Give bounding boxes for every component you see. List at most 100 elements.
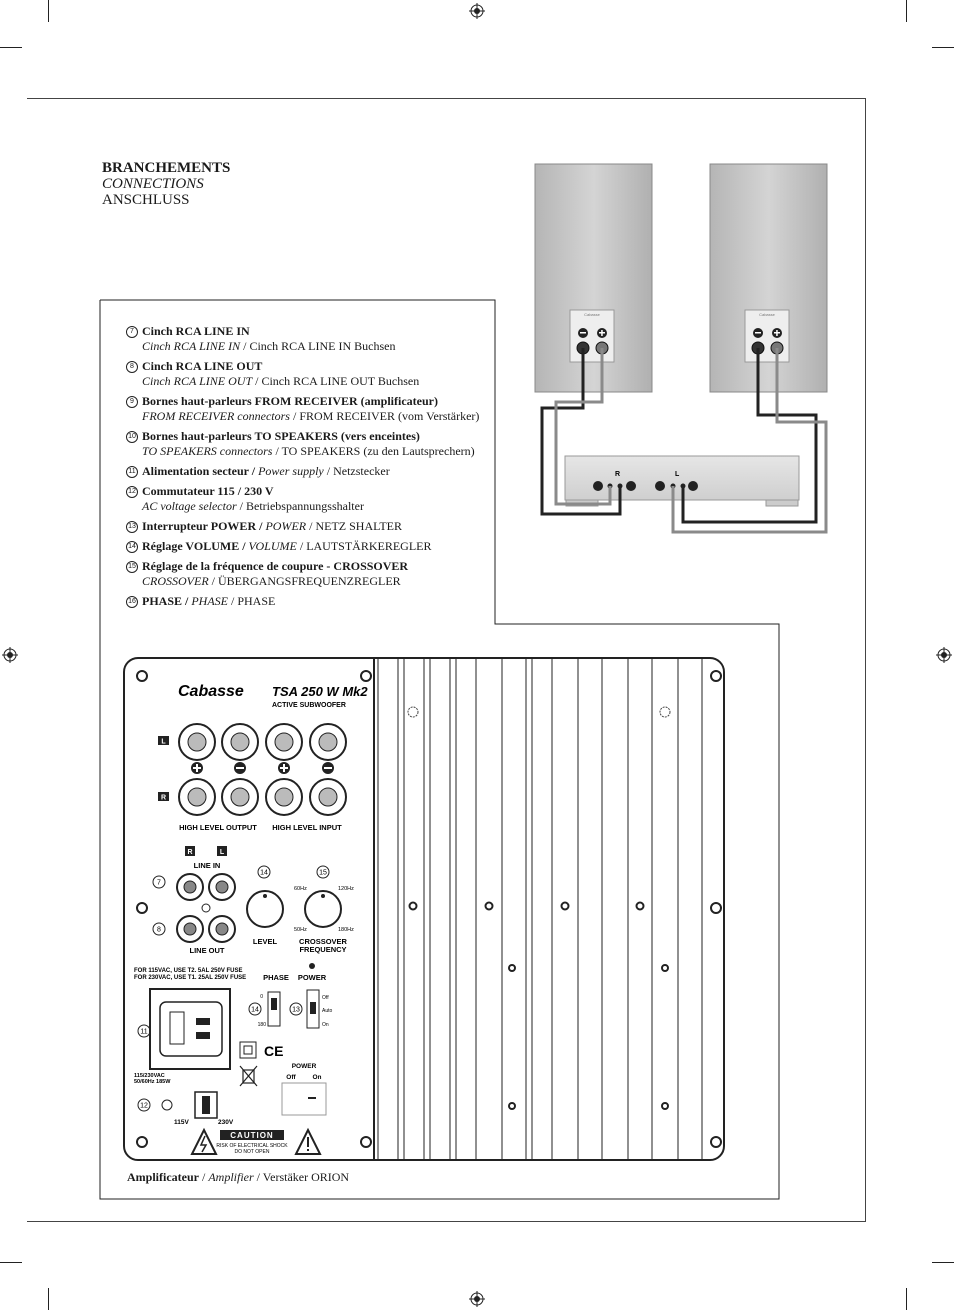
- caution-line-2: DO NOT OPEN: [235, 1149, 270, 1155]
- registration-mark-icon: [936, 647, 952, 663]
- separator: /: [296, 539, 307, 553]
- l-badge: [158, 736, 169, 745]
- minus-bar: [580, 332, 586, 334]
- item-en: FROM RECEIVER connectors: [142, 409, 290, 423]
- minus-bar: [755, 332, 761, 334]
- power-on-label: On: [312, 1074, 321, 1081]
- plus-icon: [655, 481, 665, 491]
- item-de: LAUTSTÄRKEREGLER: [306, 539, 432, 553]
- heading-en: CONNECTIONS: [102, 176, 204, 192]
- r-badge: [185, 846, 195, 856]
- fuse-text-1: FOR 115VAC, USE T2. 5AL 250V FUSE: [134, 968, 242, 974]
- l-badge: [217, 846, 227, 856]
- model-subtitle: ACTIVE SUBWOOFER: [272, 702, 346, 709]
- fuse-text-2: FOR 230VAC, USE T1. 25AL 250V FUSE: [134, 975, 246, 981]
- level-knob-marker: [263, 894, 267, 898]
- item-head: Cinch RCA LINE OUT: [142, 359, 263, 373]
- caution-line-1: RISK OF ELECTRICAL SHOCK: [216, 1143, 288, 1149]
- amp-l-label: L: [675, 471, 680, 478]
- freq-180-label: 180Hz: [338, 927, 354, 933]
- item-de: NETZ SHALTER: [315, 519, 403, 533]
- switch-auto-label: Auto: [322, 1008, 333, 1014]
- registration-mark-icon: [469, 3, 485, 19]
- item-en: VOLUME: [248, 539, 297, 553]
- list-item: 7 Cinch RCA LINE IN Cinch RCA LINE IN / …: [126, 324, 492, 354]
- power-rocker-mark: [308, 1097, 316, 1099]
- wire-grey: [671, 348, 828, 534]
- amp-r-label: R: [615, 471, 620, 478]
- minus-icon: [324, 767, 332, 769]
- heading-de: ANSCHLUSS: [102, 192, 190, 208]
- list-item: 13 Interrupteur POWER / POWER / NETZ SHA…: [126, 519, 492, 534]
- crop-mark: [48, 1288, 49, 1310]
- crop-mark: [48, 0, 49, 22]
- page-frame-top: [27, 98, 865, 99]
- iec-socket: [159, 1001, 223, 1057]
- line-out-label: LINE OUT: [190, 946, 225, 955]
- callout-14: 14: [251, 1007, 259, 1014]
- rca-jack-centers: [183, 880, 229, 936]
- l-badge-label: L: [220, 849, 225, 856]
- rating-line-2: 50/60Hz 185W: [134, 1079, 171, 1085]
- item-en: PHASE: [191, 594, 228, 608]
- item-number: 10: [126, 431, 138, 443]
- separator: /: [272, 444, 282, 458]
- connection-list: 7 Cinch RCA LINE IN Cinch RCA LINE IN / …: [126, 324, 492, 614]
- level-knob: [246, 890, 284, 928]
- list-item: 16 PHASE / PHASE / PHASE: [126, 594, 492, 609]
- high-level-input-label: HIGH LEVEL INPUT: [272, 823, 342, 832]
- line-in-label: LINE IN: [194, 861, 221, 870]
- callout-8: 8: [157, 927, 161, 934]
- r-badge-label: R: [161, 795, 166, 802]
- voltage-230-label: 230V: [218, 1119, 234, 1126]
- item-head: PHASE /: [142, 594, 192, 608]
- crop-mark: [0, 1262, 22, 1263]
- item-de: FROM RECEIVER (vom Verstärker): [299, 409, 480, 423]
- list-item: 9 Bornes haut-parleurs FROM RECEIVER (am…: [126, 394, 492, 424]
- callout-14: 14: [260, 870, 268, 877]
- item-number: 14: [126, 541, 138, 553]
- item-number: 11: [126, 466, 138, 478]
- separator: /: [289, 409, 300, 423]
- separator: /: [228, 594, 238, 608]
- crossover-knob: [304, 890, 342, 928]
- item-head: Cinch RCA LINE IN: [142, 324, 250, 338]
- caution-label: CAUTION: [230, 1131, 273, 1140]
- switch-on-label: On: [322, 1022, 329, 1028]
- list-item: 14 Réglage VOLUME / VOLUME / LAUTSTÄRKER…: [126, 539, 492, 554]
- separator: /: [198, 1170, 209, 1184]
- separator: /: [252, 374, 262, 388]
- heading-fr: BRANCHEMENTS: [102, 160, 231, 176]
- item-number: 13: [126, 521, 138, 533]
- level-label: LEVEL: [253, 937, 278, 946]
- crop-mark: [906, 0, 907, 22]
- item-head: Réglage de la fréquence de coupure - CRO…: [142, 559, 409, 573]
- item-head: Bornes haut-parleurs TO SPEAKERS (vers e…: [142, 429, 420, 443]
- item-number: 12: [126, 486, 138, 498]
- frequency-label: FREQUENCY: [299, 945, 346, 954]
- power-off-label: Off: [286, 1074, 296, 1081]
- voltage-115-label: 115V: [174, 1119, 189, 1126]
- model-name: TSA 250 W Mk2: [272, 684, 368, 699]
- section-heading: BRANCHEMENTS CONNECTIONS ANSCHLUSS: [102, 160, 230, 208]
- item-head: Réglage VOLUME /: [142, 539, 249, 553]
- item-number: 8: [126, 361, 138, 373]
- figure-caption: Amplificateur / Amplifier / Verstäker OR…: [127, 1170, 349, 1185]
- crop-mark: [932, 47, 954, 48]
- binding-post-centers: [187, 732, 338, 807]
- item-head: Alimentation secteur /: [142, 464, 259, 478]
- item-en: Cinch RCA LINE OUT: [142, 374, 253, 388]
- ce-mark: CE: [264, 1043, 283, 1059]
- exclamation-dot: [307, 1149, 309, 1151]
- minus-icon: [688, 481, 698, 491]
- plus-bar-v: [601, 330, 603, 336]
- freq-60-label: 60Hz: [294, 886, 307, 892]
- gear-screw-icon: [659, 706, 671, 718]
- item-number: 7: [126, 326, 138, 338]
- separator: /: [323, 464, 334, 478]
- callout-12: 12: [140, 1103, 148, 1110]
- page-frame-right: [865, 98, 866, 1222]
- exclamation-bar: [307, 1137, 309, 1147]
- ground-screw-icon: [161, 1099, 173, 1111]
